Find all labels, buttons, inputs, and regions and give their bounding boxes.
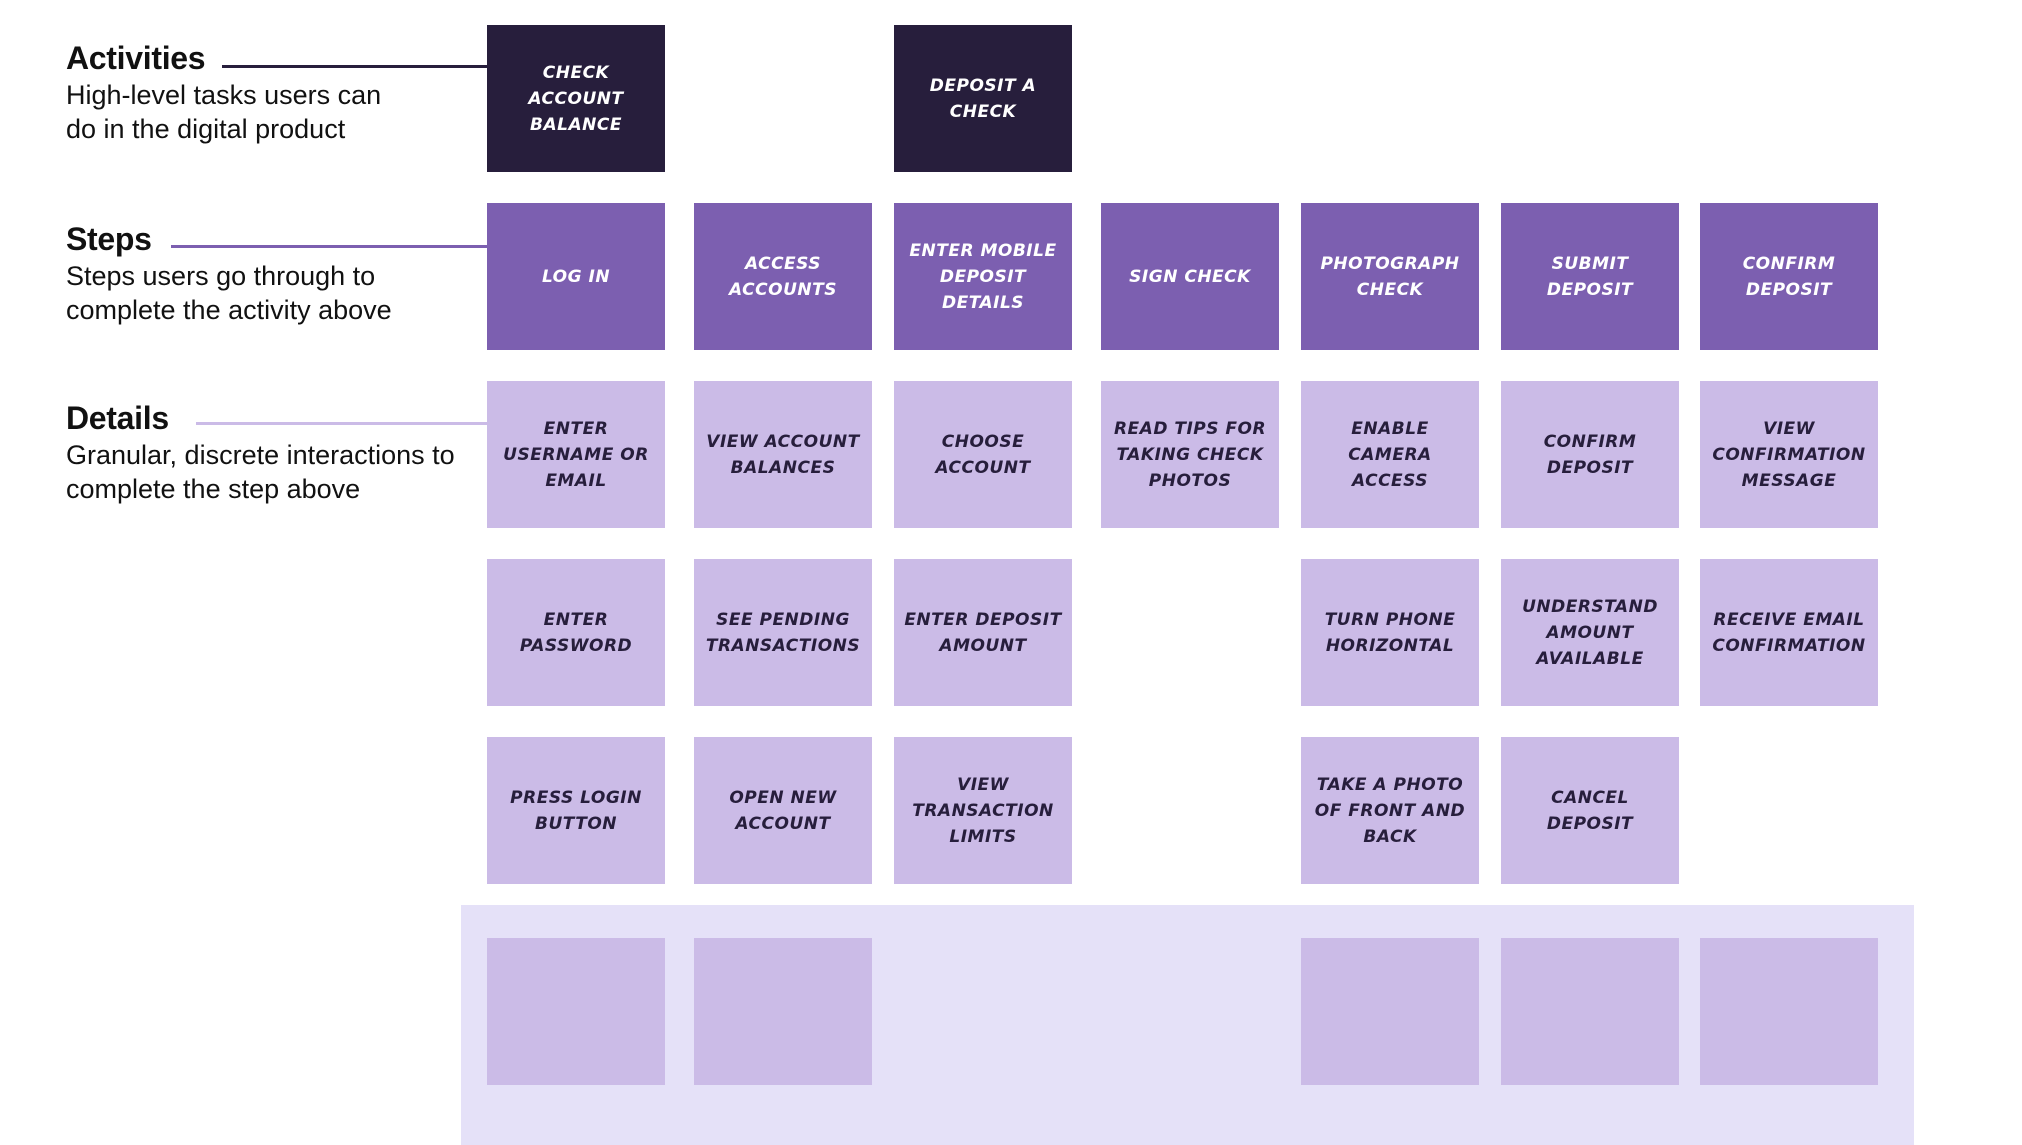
detail-card[interactable]: Take a photo of front and back bbox=[1301, 737, 1479, 884]
placeholder-band bbox=[461, 905, 1914, 1145]
legend-activities-description: High-level tasks users can do in the dig… bbox=[66, 80, 382, 144]
detail-card[interactable]: View account balances bbox=[694, 381, 872, 528]
legend-details-description: Granular, discrete interactions to compl… bbox=[66, 440, 455, 504]
detail-card[interactable]: Turn phone horizontal bbox=[1301, 559, 1479, 706]
placeholder-card[interactable] bbox=[1301, 938, 1479, 1085]
detail-card[interactable]: Understand amount available bbox=[1501, 559, 1679, 706]
detail-card-label: Read tips for taking check photos bbox=[1113, 418, 1267, 491]
step-card-label: Confirm deposit bbox=[1742, 253, 1836, 300]
legend-details: Details Granular, discrete interactions … bbox=[66, 400, 486, 506]
step-card[interactable]: Log in bbox=[487, 203, 665, 350]
step-card[interactable]: Sign check bbox=[1101, 203, 1279, 350]
details-connector bbox=[196, 422, 487, 425]
step-card-label: Access accounts bbox=[729, 253, 837, 300]
detail-card[interactable]: Confirm deposit bbox=[1501, 381, 1679, 528]
placeholder-card[interactable] bbox=[1700, 938, 1878, 1085]
legend-activities: Activities High-level tasks users can do… bbox=[66, 40, 406, 146]
detail-card-label: Confirm deposit bbox=[1543, 431, 1637, 478]
step-card-label: Photograph check bbox=[1320, 253, 1460, 300]
detail-card[interactable]: Read tips for taking check photos bbox=[1101, 381, 1279, 528]
detail-card-label: Enter password bbox=[519, 609, 633, 656]
activities-connector bbox=[222, 65, 487, 68]
legend-steps-description: Steps users go through to complete the a… bbox=[66, 261, 392, 325]
detail-card[interactable]: See pending transactions bbox=[694, 559, 872, 706]
step-card[interactable]: Enter mobile deposit details bbox=[894, 203, 1072, 350]
step-card[interactable]: Confirm deposit bbox=[1700, 203, 1878, 350]
detail-card-label: Take a photo of front and back bbox=[1314, 774, 1466, 847]
detail-card-label: Enable camera access bbox=[1348, 418, 1432, 491]
legend-activities-title: Activities bbox=[66, 40, 206, 76]
detail-card[interactable]: Enter password bbox=[487, 559, 665, 706]
legend-details-title: Details bbox=[66, 400, 169, 436]
detail-card[interactable]: View transaction limits bbox=[894, 737, 1072, 884]
detail-card-label: Understand amount available bbox=[1522, 596, 1658, 669]
activity-card-label: Check account balance bbox=[528, 62, 624, 135]
steps-connector bbox=[171, 245, 487, 248]
detail-card-label: Turn phone horizontal bbox=[1324, 609, 1456, 656]
detail-card-label: Receive email confirmation bbox=[1712, 609, 1866, 656]
detail-card[interactable]: Press login button bbox=[487, 737, 665, 884]
placeholder-card[interactable] bbox=[487, 938, 665, 1085]
detail-card[interactable]: Enable camera access bbox=[1301, 381, 1479, 528]
detail-card[interactable]: Choose account bbox=[894, 381, 1072, 528]
step-card[interactable]: Submit deposit bbox=[1501, 203, 1679, 350]
detail-card[interactable]: Cancel deposit bbox=[1501, 737, 1679, 884]
detail-card-label: View confirmation message bbox=[1712, 418, 1866, 491]
detail-card-label: Open new account bbox=[729, 787, 837, 834]
detail-card-label: Choose account bbox=[935, 431, 1031, 478]
step-card[interactable]: Access accounts bbox=[694, 203, 872, 350]
placeholder-card[interactable] bbox=[694, 938, 872, 1085]
detail-card-label: Enter username or email bbox=[503, 418, 649, 491]
detail-card[interactable]: Enter username or email bbox=[487, 381, 665, 528]
step-card-label: Log in bbox=[541, 266, 611, 287]
activity-card[interactable]: Deposit a check bbox=[894, 25, 1072, 172]
detail-card-label: See pending transactions bbox=[705, 609, 861, 656]
legend-steps-title: Steps bbox=[66, 221, 152, 257]
step-card-label: Submit deposit bbox=[1546, 253, 1634, 300]
detail-card-label: View account balances bbox=[706, 431, 860, 478]
legend-steps: Steps Steps users go through to complete… bbox=[66, 221, 426, 327]
step-card[interactable]: Photograph check bbox=[1301, 203, 1479, 350]
detail-card-label: Enter deposit amount bbox=[904, 609, 1062, 656]
detail-card-label: Press login button bbox=[510, 787, 642, 834]
step-card-label: Sign check bbox=[1129, 266, 1251, 287]
detail-card[interactable]: Open new account bbox=[694, 737, 872, 884]
detail-card[interactable]: View confirmation message bbox=[1700, 381, 1878, 528]
activity-card[interactable]: Check account balance bbox=[487, 25, 665, 172]
activity-card-label: Deposit a check bbox=[929, 75, 1037, 122]
detail-card[interactable]: Enter deposit amount bbox=[894, 559, 1072, 706]
detail-card-label: Cancel deposit bbox=[1546, 787, 1634, 834]
placeholder-card[interactable] bbox=[1501, 938, 1679, 1085]
step-card-label: Enter mobile deposit details bbox=[909, 240, 1057, 313]
detail-card-label: View transaction limits bbox=[912, 774, 1054, 847]
detail-card[interactable]: Receive email confirmation bbox=[1700, 559, 1878, 706]
